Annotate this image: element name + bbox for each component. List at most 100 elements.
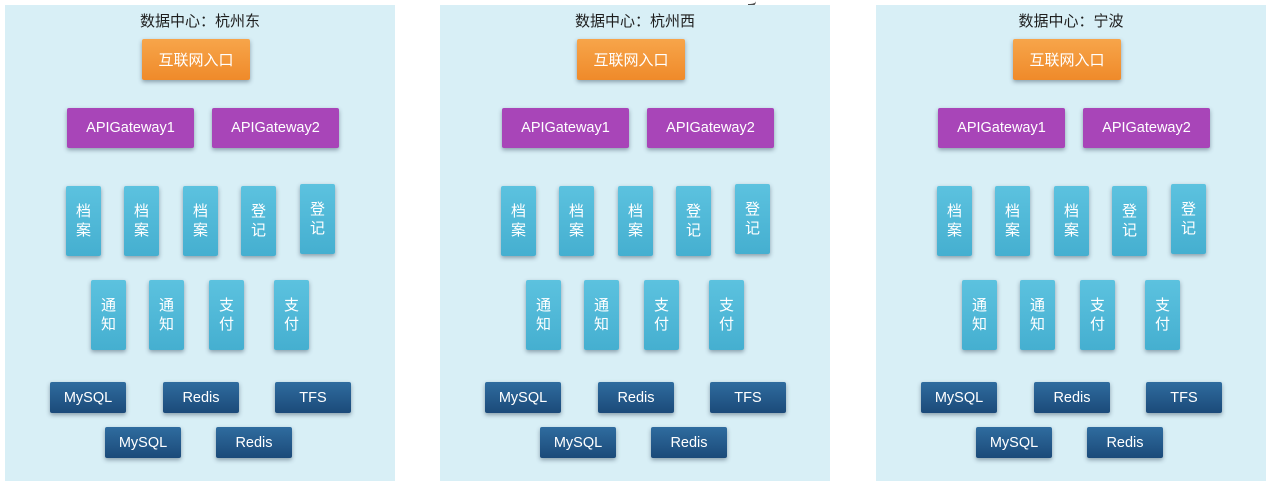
storage-node-mysql: MySQL [50, 382, 126, 413]
service-node: 档案 [124, 186, 159, 256]
service-node: 支付 [209, 280, 244, 350]
service-label-top: 登 [1180, 200, 1196, 218]
service-label-top: 档 [1063, 202, 1079, 220]
service-label-bottom: 案 [1004, 221, 1020, 239]
service-node: 档案 [995, 186, 1030, 256]
service-label-top: 登 [309, 200, 325, 218]
storage-node-redis: Redis [163, 382, 239, 413]
service-label-bottom: 案 [510, 221, 526, 239]
service-label-bottom: 记 [1121, 221, 1137, 239]
service-node: 档案 [501, 186, 536, 256]
service-label-top: 登 [685, 202, 701, 220]
service-label-bottom: 案 [75, 221, 91, 239]
service-label-top: 档 [192, 202, 208, 220]
service-label-top: 通 [158, 296, 174, 314]
service-node: 支付 [274, 280, 309, 350]
storage-node-mysql: MySQL [921, 382, 997, 413]
service-node: 通知 [1020, 280, 1055, 350]
storage-node-mysql: MySQL [976, 427, 1052, 458]
service-label-top: 档 [510, 202, 526, 220]
service-node: 档案 [1054, 186, 1089, 256]
service-label-top: 通 [1029, 296, 1045, 314]
service-label-top: 通 [100, 296, 116, 314]
service-label-bottom: 案 [627, 221, 643, 239]
service-label-bottom: 知 [535, 315, 551, 333]
service-label-top: 支 [653, 296, 669, 314]
service-label-top: 通 [971, 296, 987, 314]
service-label-top: 通 [593, 296, 609, 314]
internet-entry-node: 互联网入口 [1013, 39, 1121, 80]
service-node: 通知 [526, 280, 561, 350]
service-label-bottom: 付 [218, 315, 234, 333]
service-label-bottom: 知 [1029, 315, 1045, 333]
service-node: 支付 [1080, 280, 1115, 350]
service-label-top: 支 [218, 296, 234, 314]
api-gateway-node: APIGateway2 [647, 108, 774, 148]
service-label-bottom: 付 [718, 315, 734, 333]
service-label-bottom: 记 [1180, 219, 1196, 237]
storage-node-redis: Redis [1087, 427, 1163, 458]
service-label-top: 档 [75, 202, 91, 220]
service-label-top: 支 [718, 296, 734, 314]
service-node: 通知 [91, 280, 126, 350]
storage-node-mysql: MySQL [485, 382, 561, 413]
service-node: 登记 [1171, 184, 1206, 254]
service-node: 通知 [962, 280, 997, 350]
service-node: 登记 [1112, 186, 1147, 256]
service-label-bottom: 记 [250, 221, 266, 239]
service-label-bottom: 付 [283, 315, 299, 333]
storage-node-redis: Redis [651, 427, 727, 458]
service-label-top: 档 [946, 202, 962, 220]
service-label-bottom: 记 [744, 219, 760, 237]
service-label-bottom: 案 [1063, 221, 1079, 239]
service-node: 通知 [149, 280, 184, 350]
storage-node-redis: Redis [1034, 382, 1110, 413]
api-gateway-node: APIGateway2 [212, 108, 339, 148]
service-node: 档案 [66, 186, 101, 256]
service-node: 档案 [618, 186, 653, 256]
service-node: 档案 [559, 186, 594, 256]
service-label-top: 登 [744, 200, 760, 218]
storage-node-redis: Redis [598, 382, 674, 413]
api-gateway-node: APIGateway1 [67, 108, 194, 148]
service-label-bottom: 知 [593, 315, 609, 333]
api-gateway-node: APIGateway1 [938, 108, 1065, 148]
storage-node-tfs: TFS [275, 382, 351, 413]
api-gateway-node: APIGateway1 [502, 108, 629, 148]
service-label-bottom: 案 [192, 221, 208, 239]
service-node: 档案 [937, 186, 972, 256]
service-label-top: 档 [1004, 202, 1020, 220]
service-label-top: 档 [627, 202, 643, 220]
storage-node-tfs: TFS [710, 382, 786, 413]
service-label-top: 登 [250, 202, 266, 220]
service-label-top: 档 [568, 202, 584, 220]
service-label-bottom: 付 [1154, 315, 1170, 333]
service-label-bottom: 知 [158, 315, 174, 333]
service-label-bottom: 记 [685, 221, 701, 239]
service-node: 支付 [644, 280, 679, 350]
storage-node-redis: Redis [216, 427, 292, 458]
datacenter-title: 数据中心：杭州东 [139, 12, 260, 30]
service-label-top: 支 [1154, 296, 1170, 314]
service-label-bottom: 知 [971, 315, 987, 333]
service-label-bottom: 付 [653, 315, 669, 333]
service-label-top: 支 [1089, 296, 1105, 314]
service-node: 登记 [241, 186, 276, 256]
api-gateway-node: APIGateway2 [1083, 108, 1210, 148]
service-label-bottom: 案 [133, 221, 149, 239]
storage-node-mysql: MySQL [540, 427, 616, 458]
service-node: 登记 [300, 184, 335, 254]
service-node: 档案 [183, 186, 218, 256]
service-label-bottom: 案 [568, 221, 584, 239]
internet-entry-node: 互联网入口 [577, 39, 685, 80]
service-node: 通知 [584, 280, 619, 350]
storage-node-mysql: MySQL [105, 427, 181, 458]
service-label-bottom: 案 [946, 221, 962, 239]
storage-node-tfs: TFS [1146, 382, 1222, 413]
service-label-top: 通 [535, 296, 551, 314]
service-label-bottom: 记 [309, 219, 325, 237]
datacenter-title: 数据中心：宁波 [1018, 12, 1124, 30]
